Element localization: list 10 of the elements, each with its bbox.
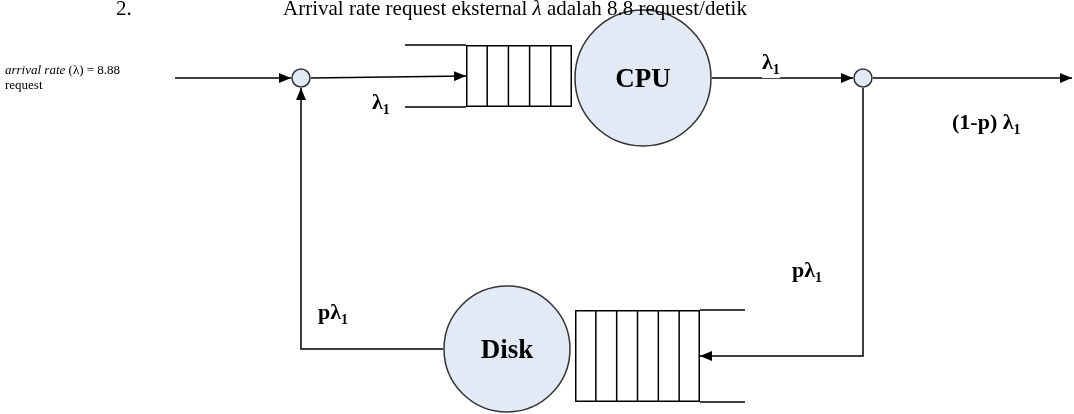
arrival-rate-note: arrival rate (λ) = 8.88 request xyxy=(5,63,122,93)
heading-text: Arrival rate request eksternal λ adalah 8.8 request/detik xyxy=(283,0,747,21)
queue-drawing xyxy=(466,45,572,107)
queue-drawing xyxy=(575,310,700,402)
server-label: CPU xyxy=(615,62,671,94)
junction-circle xyxy=(291,68,311,88)
list-number: 2. xyxy=(116,0,132,21)
server-circle xyxy=(443,285,571,413)
server-label: Disk xyxy=(480,333,534,365)
junction-circle xyxy=(853,68,873,88)
